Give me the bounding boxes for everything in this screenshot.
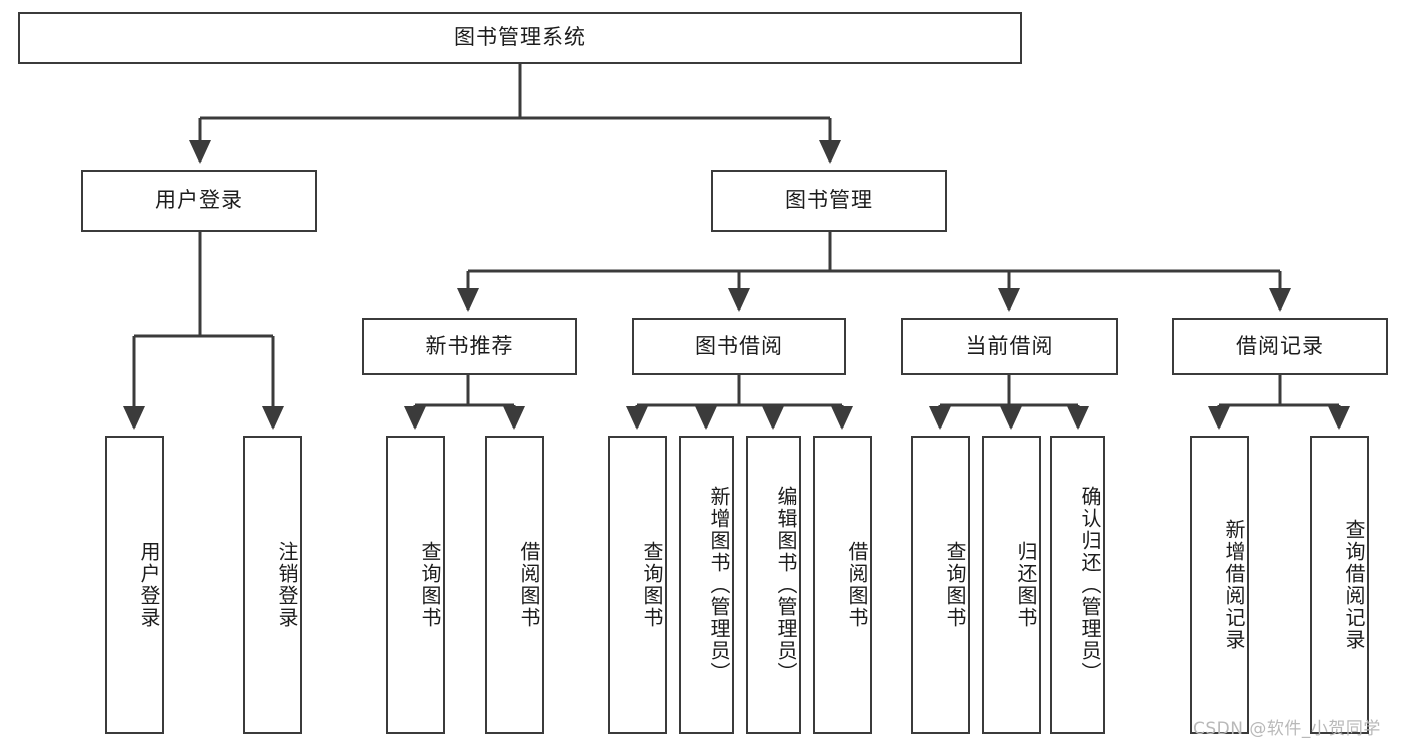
node-leaf-9-label: 查询图书 <box>943 541 967 629</box>
node-level1-2[interactable]: 图书管理 <box>711 170 947 232</box>
node-leaf-4-label: 借阅图书 <box>517 541 541 629</box>
node-leaf-8[interactable]: 借阅图书 <box>813 436 872 734</box>
node-root-label: 图书管理系统 <box>454 25 586 50</box>
node-leaf-6-label: 新增图书（管理员） <box>707 486 731 684</box>
node-level2-3[interactable]: 当前借阅 <box>901 318 1118 375</box>
node-leaf-1-label: 用户登录 <box>137 541 161 629</box>
node-leaf-11-label: 确认归还（管理员） <box>1078 486 1102 684</box>
node-level2-4[interactable]: 借阅记录 <box>1172 318 1388 375</box>
node-leaf-6[interactable]: 新增图书（管理员） <box>679 436 734 734</box>
node-level2-3-label: 当前借阅 <box>965 333 1054 358</box>
node-level2-4-label: 借阅记录 <box>1236 333 1324 358</box>
node-leaf-2-label: 注销登录 <box>275 541 299 629</box>
node-level1-1-label: 用户登录 <box>155 188 243 213</box>
node-leaf-12-label: 新增借阅记录 <box>1222 519 1246 651</box>
node-leaf-5[interactable]: 查询图书 <box>608 436 667 734</box>
node-leaf-7[interactable]: 编辑图书（管理员） <box>746 436 801 734</box>
node-level1-2-label: 图书管理 <box>785 188 873 213</box>
node-leaf-1[interactable]: 用户登录 <box>105 436 164 734</box>
node-leaf-5-label: 查询图书 <box>640 541 664 629</box>
node-leaf-7-label: 编辑图书（管理员） <box>774 486 798 684</box>
node-leaf-13[interactable]: 查询借阅记录 <box>1310 436 1369 734</box>
node-level2-1[interactable]: 新书推荐 <box>362 318 577 375</box>
node-leaf-2[interactable]: 注销登录 <box>243 436 302 734</box>
csdn-watermark: CSDN @软件_小贺同学 <box>1193 719 1381 739</box>
node-leaf-4[interactable]: 借阅图书 <box>485 436 544 734</box>
node-leaf-3-label: 查询图书 <box>418 541 442 629</box>
node-leaf-10[interactable]: 归还图书 <box>982 436 1041 734</box>
node-root[interactable]: 图书管理系统 <box>18 12 1022 64</box>
node-leaf-9[interactable]: 查询图书 <box>911 436 970 734</box>
node-level2-1-label: 新书推荐 <box>425 333 514 358</box>
node-level2-2-label: 图书借阅 <box>695 333 783 358</box>
node-leaf-3[interactable]: 查询图书 <box>386 436 445 734</box>
node-leaf-8-label: 借阅图书 <box>845 541 869 629</box>
node-leaf-12[interactable]: 新增借阅记录 <box>1190 436 1249 734</box>
node-leaf-11[interactable]: 确认归还（管理员） <box>1050 436 1105 734</box>
node-level2-2[interactable]: 图书借阅 <box>632 318 846 375</box>
node-level1-1[interactable]: 用户登录 <box>81 170 317 232</box>
node-leaf-10-label: 归还图书 <box>1014 541 1038 629</box>
node-leaf-13-label: 查询借阅记录 <box>1342 519 1366 651</box>
